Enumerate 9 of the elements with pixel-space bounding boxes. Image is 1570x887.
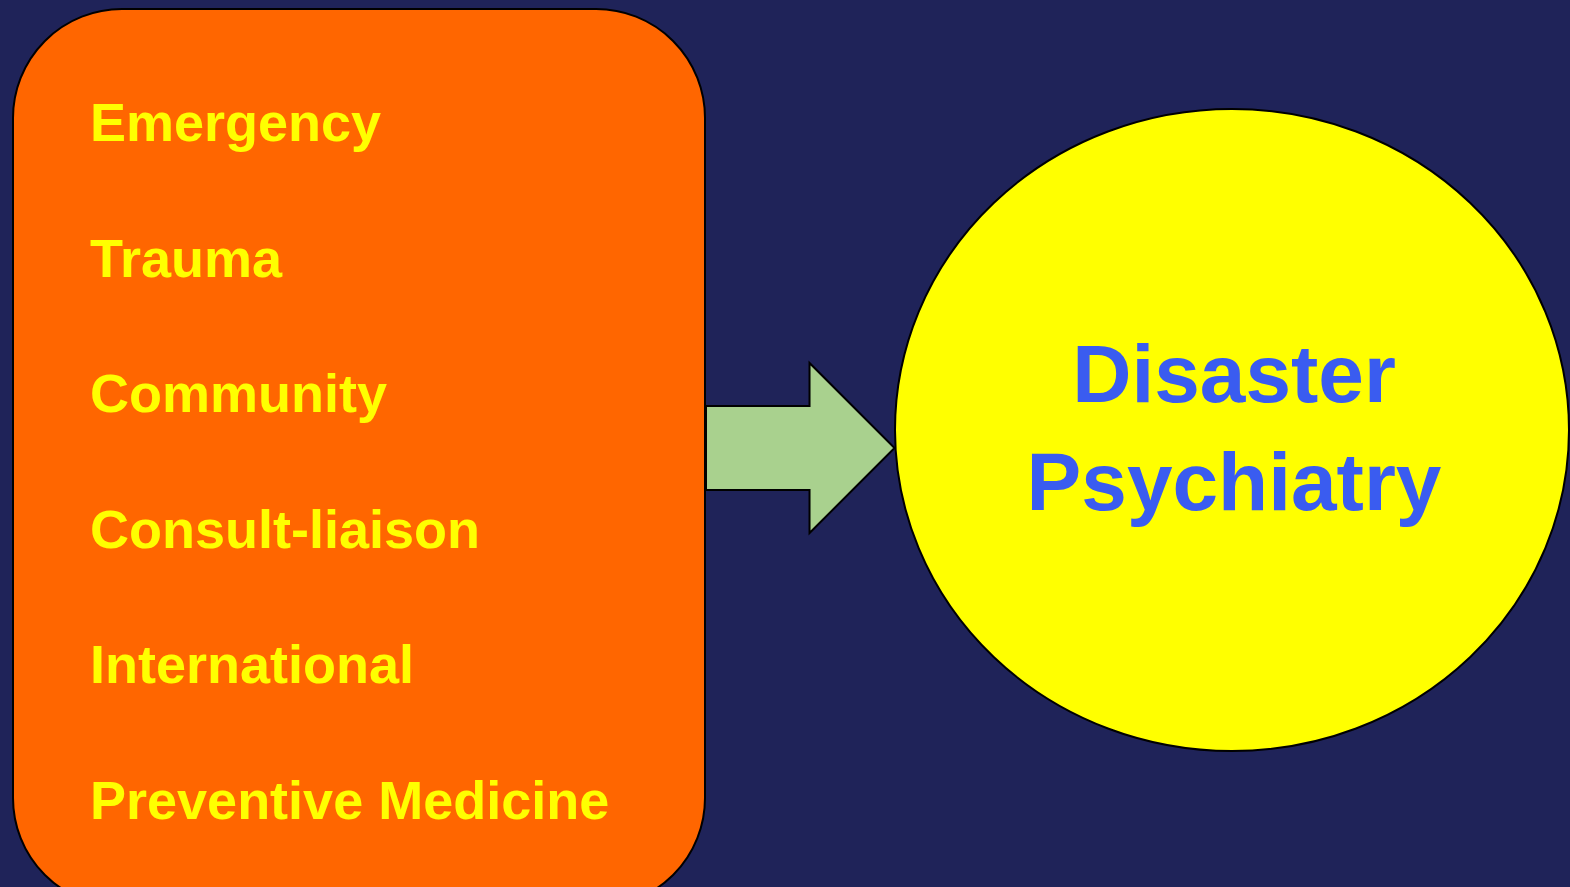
rounded-box bbox=[12, 8, 706, 887]
field-label: International bbox=[90, 634, 415, 694]
field-label: Trauma bbox=[90, 227, 283, 288]
field-label: Consult-liaison bbox=[90, 498, 480, 559]
field-label: Community bbox=[90, 363, 387, 423]
field-label: Emergency bbox=[90, 92, 382, 152]
title-text: Disaster Psychiatry bbox=[1025, 327, 1443, 529]
field-label: Preventive Medicine bbox=[90, 769, 610, 830]
block-arrow bbox=[705, 360, 896, 536]
